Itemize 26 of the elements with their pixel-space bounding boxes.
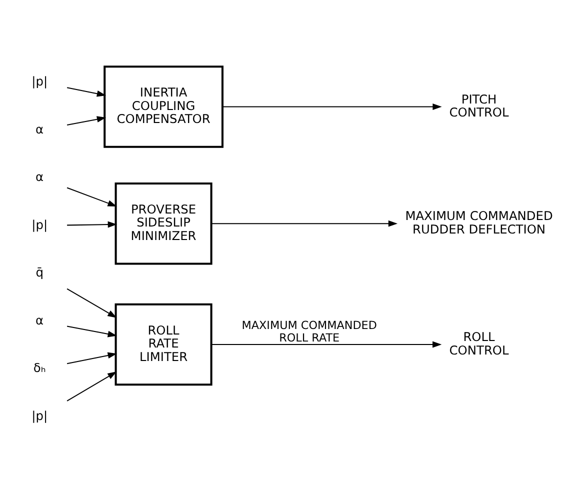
- arrow: [66, 352, 117, 364]
- arrow: [212, 341, 442, 348]
- node-text: q̄: [36, 266, 44, 280]
- arrow: [222, 104, 442, 110]
- arrow: [66, 288, 117, 318]
- arrow: [66, 372, 117, 402]
- arrow: [66, 87, 106, 97]
- node-box: PROVERSE SIDESLIP MINIMIZER: [114, 182, 212, 265]
- node-text: δₕ: [33, 361, 46, 376]
- edge-label: MAXIMUM COMMANDED ROLL RATE: [242, 319, 377, 344]
- node-box: ROLL RATE LIMITER: [114, 303, 212, 386]
- node-text: α: [36, 170, 44, 184]
- node-text: α: [36, 122, 44, 136]
- node-text: α: [36, 313, 44, 328]
- arrow: [66, 116, 106, 126]
- node-box: INERTIA COUPLING COMPENSATOR: [104, 66, 224, 148]
- arrow: [212, 220, 398, 227]
- arrow: [66, 187, 117, 206]
- arrow: [67, 221, 118, 228]
- node-text: |p|: [32, 218, 48, 232]
- node-text: ROLL CONTROL: [449, 330, 509, 358]
- node-text: PITCH CONTROL: [449, 92, 509, 120]
- node-text: |p|: [32, 74, 48, 89]
- node-text: MAXIMUM COMMANDED RUDDER DEFLECTION: [405, 209, 553, 236]
- node-text: |p|: [32, 408, 48, 423]
- arrow: [66, 326, 117, 338]
